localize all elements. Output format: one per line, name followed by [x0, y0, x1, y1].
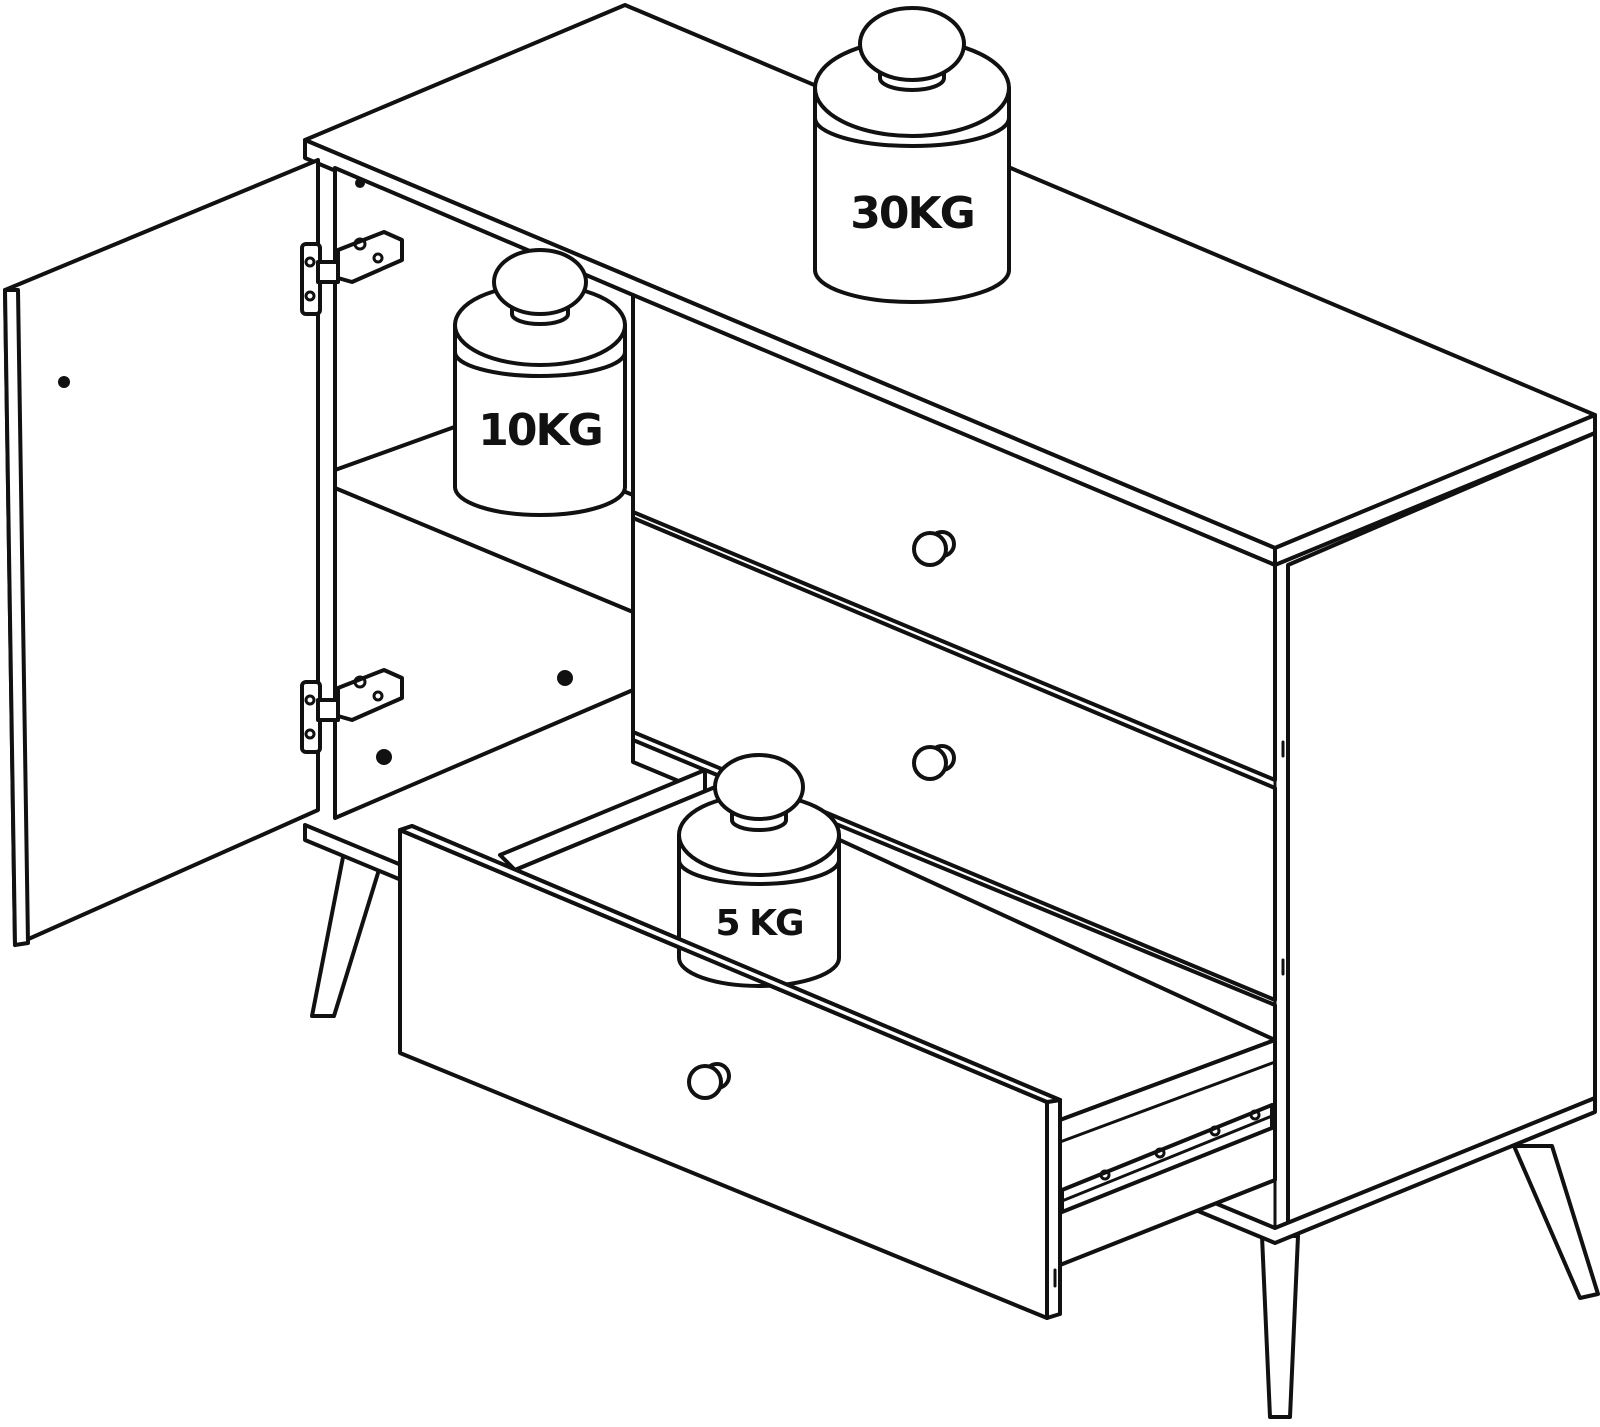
- drawer-top: [631, 293, 1285, 782]
- hinge-upper: [300, 230, 404, 316]
- weight-shelf-label: 10KG: [478, 405, 601, 456]
- weight-top: 30KG: [813, 6, 1011, 304]
- open-door: [3, 158, 320, 947]
- leg-front-left: [310, 850, 384, 1018]
- leg-back-right: [1512, 1144, 1600, 1300]
- weight-shelf: 10KG: [453, 248, 627, 517]
- weight-drawer: 5 KG: [398, 753, 1062, 1104]
- cabinet-base: [303, 823, 1597, 1245]
- drawer-top-knob: [912, 530, 956, 567]
- drawer-middle: [631, 510, 1285, 1002]
- drawer-middle-knob: [912, 744, 956, 781]
- leg-front-right: [1260, 1234, 1300, 1419]
- weight-top-label: 30KG: [850, 188, 973, 239]
- cabinet-legs: [310, 850, 1600, 1419]
- drawer-bottom-knob: [687, 1062, 731, 1100]
- door-panel: [3, 158, 320, 947]
- hinge-lower: [300, 668, 404, 754]
- door-knob-hole: [58, 376, 70, 388]
- cabinet-side-panel: [1286, 431, 1597, 1228]
- weight-drawer-label: 5 KG: [715, 903, 802, 944]
